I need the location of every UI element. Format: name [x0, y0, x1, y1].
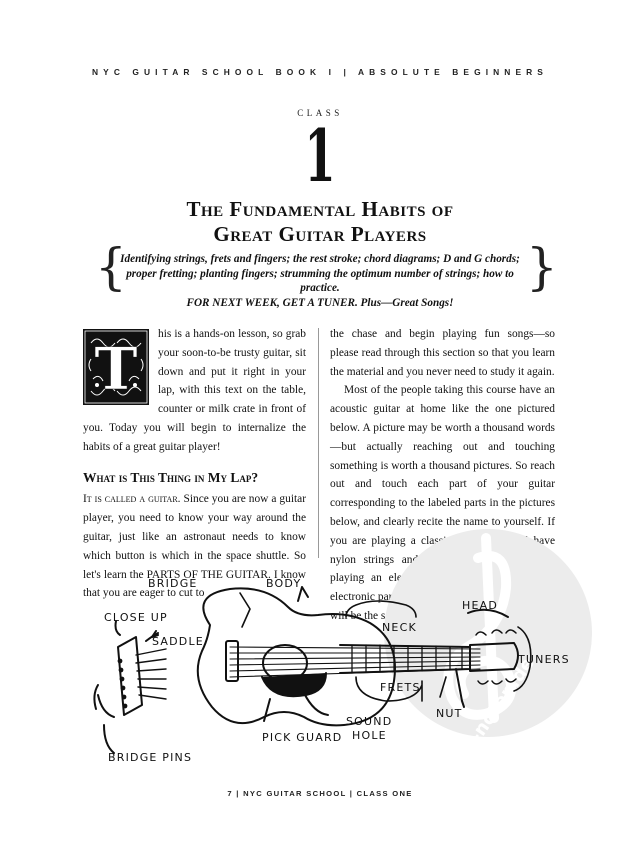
label-nut: NUT	[436, 707, 463, 720]
label-bridge: BRIDGE	[148, 577, 198, 590]
chapter-title-line2: Great Guitar Players	[213, 222, 427, 246]
guitar-diagram: BRIDGE BODY CLOSE UP SADDLE NECK HEAD TU…	[93, 577, 570, 764]
label-sound: SOUND	[346, 715, 392, 728]
subtitle-line1: Identifying strings, frets and fingers; …	[120, 253, 520, 265]
left-brace-icon: {	[95, 238, 127, 296]
label-tuners: TUNERS	[517, 653, 570, 666]
label-body: BODY	[266, 577, 301, 590]
section-heading: What is This Thing in My Lap?	[83, 469, 259, 485]
label-pick-guard: PICK GUARD	[262, 731, 342, 744]
section-text: Since you are now a guitar player, you n…	[83, 493, 306, 600]
subtitle-line2: proper fretting; planting fingers; strum…	[126, 267, 514, 295]
label-close-up: CLOSE UP	[104, 611, 168, 624]
column-divider	[318, 328, 319, 558]
running-header: NYC GUITAR SCHOOL BOOK I | ABSOLUTE BEGI…	[92, 67, 548, 77]
section-lead: It is called a guitar.	[83, 493, 181, 506]
label-frets: FRETS	[380, 681, 421, 694]
class-number: 1	[304, 113, 336, 198]
chapter-subtitle: Identifying strings, frets and fingers; …	[117, 252, 523, 310]
page-footer: 7 | NYC GUITAR SCHOOL | CLASS ONE	[227, 789, 413, 798]
chapter-title: The Fundamental Habits of Great Guitar P…	[0, 197, 640, 247]
label-bridge-pins: BRIDGE PINS	[108, 751, 192, 764]
chapter-title-line1: The Fundamental Habits of	[186, 197, 454, 221]
label-saddle: SADDLE	[152, 635, 204, 648]
label-head: HEAD	[462, 599, 498, 612]
left-column: T his is a hands-on lesson, so grab your…	[83, 325, 306, 603]
dropcap-letter: T	[94, 335, 137, 403]
dropcap-ornament: T	[83, 329, 149, 405]
subtitle-line3: FOR NEXT WEEK, GET A TUNER. Plus—Great S…	[186, 296, 454, 309]
class-label: CLASS	[297, 108, 343, 118]
right-brace-icon: }	[526, 238, 558, 296]
right-paragraph-1: the chase and begin playing fun songs—so…	[330, 328, 555, 378]
label-hole: HOLE	[352, 729, 387, 742]
label-neck: NECK	[382, 621, 417, 634]
intro-paragraph: his is a hands-on lesson, so grab your s…	[83, 328, 306, 453]
